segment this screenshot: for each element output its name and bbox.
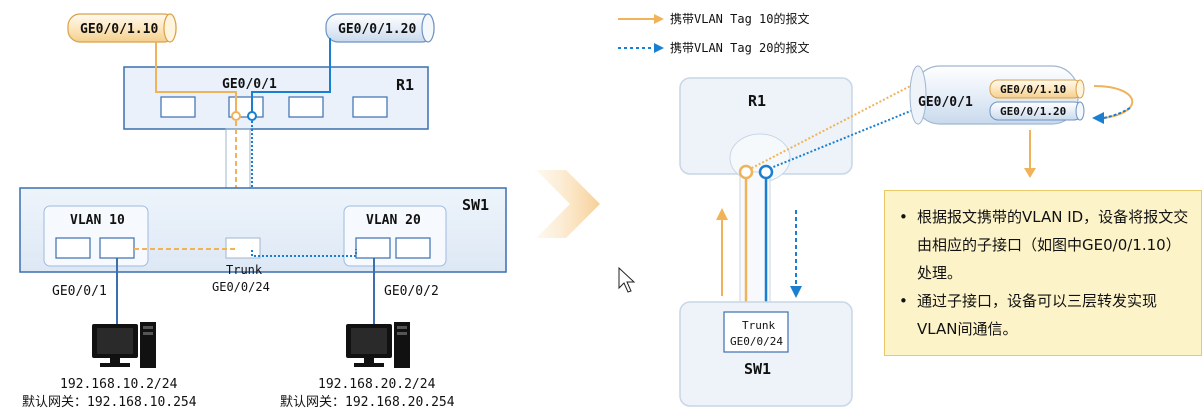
curved-arrow-icon [1092, 85, 1134, 124]
arrow-down-icon [790, 210, 802, 298]
pc1-ip: 192.168.10.2/24 [60, 377, 178, 392]
subif-20-text-right: GE0/0/1.20 [1000, 105, 1066, 118]
legend-orange-arrowhead [654, 14, 664, 24]
subif-20-label-left: GE0/0/1.20 [325, 13, 435, 43]
router-port-label: GE0/0/1 [222, 77, 277, 92]
sw-port-left-label: GE0/0/1 [52, 284, 107, 299]
explanation-note: 根据报文携带的VLAN ID，设备将报文交由相应的子接口（如图中GE0/0/1.… [884, 190, 1202, 356]
router-port-1 [160, 96, 196, 118]
vlan20-flow [251, 249, 357, 257]
pc1-gateway: 默认网关：192.168.10.254 [22, 394, 197, 410]
note-item-2: 通过子接口，设备可以三层转发实现VLAN间通信。 [897, 287, 1189, 343]
switch-sw1-box-right [679, 301, 853, 407]
subif-20-link-right [765, 107, 919, 171]
port-dot-blue [247, 111, 257, 121]
sw-port-right-label: GE0/0/2 [384, 284, 439, 299]
legend-tag10: 携带VLAN Tag 10的报文 [670, 11, 809, 26]
subif-20-text: GE0/0/1.20 [338, 22, 416, 37]
vlan10-flow [134, 248, 237, 250]
arrow-up-icon [716, 208, 728, 296]
vlan20-port-a [355, 237, 391, 259]
arrow-down-icon [1024, 130, 1036, 178]
vlan10-port-b [99, 237, 135, 259]
legend-tag20: 携带VLAN Tag 20的报文 [670, 40, 809, 55]
router-r1-label-right: R1 [748, 92, 766, 110]
vlan10-port-a [55, 237, 91, 259]
vlan10-label: VLAN 10 [70, 213, 125, 228]
subif-10-text: GE0/0/1.10 [80, 22, 158, 37]
subif-20-link [251, 38, 331, 114]
switch-sw1-label-right: SW1 [744, 360, 771, 378]
pc2-ip: 192.168.20.2/24 [318, 377, 436, 392]
legend-blue-arrowhead [654, 43, 664, 53]
computer-icon [92, 322, 156, 368]
switch-sw1-label: SW1 [462, 196, 489, 214]
vlan20-label: VLAN 20 [366, 213, 421, 228]
router-port-label-right: GE0/0/1 [918, 95, 973, 110]
arrow-right-icon [536, 170, 600, 238]
pc2-gateway: 默认网关：192.168.20.254 [280, 394, 455, 410]
interface-dot-blue [758, 164, 774, 180]
router-port-3 [288, 96, 324, 118]
interface-dot-orange [738, 164, 754, 180]
trunk-port-box-right [723, 311, 789, 353]
trunk-port-label-right: GE0/0/24 [730, 335, 783, 348]
subif-10-label-right: GE0/0/1.10 [989, 79, 1085, 99]
cursor-icon [618, 266, 636, 293]
trunk-label-left: Trunk [226, 263, 263, 277]
note-list: 根据报文携带的VLAN ID，设备将报文交由相应的子接口（如图中GE0/0/1.… [897, 203, 1189, 343]
subif-10-text-right: GE0/0/1.10 [1000, 83, 1066, 96]
trunk-label-right: Trunk [742, 319, 775, 332]
router-port-4 [352, 96, 388, 118]
subif-20-label-right: GE0/0/1.20 [989, 101, 1085, 121]
router-r1-label: R1 [396, 76, 414, 94]
computer-icon [346, 322, 410, 368]
trunk-port-label-left: GE0/0/24 [212, 280, 270, 294]
subif-10-label-left: GE0/0/1.10 [67, 13, 177, 43]
port-dot-orange [231, 111, 241, 121]
note-item-1: 根据报文携带的VLAN ID，设备将报文交由相应的子接口（如图中GE0/0/1.… [897, 203, 1189, 287]
vlan20-port-b [395, 237, 431, 259]
subif-10-link [155, 42, 237, 114]
